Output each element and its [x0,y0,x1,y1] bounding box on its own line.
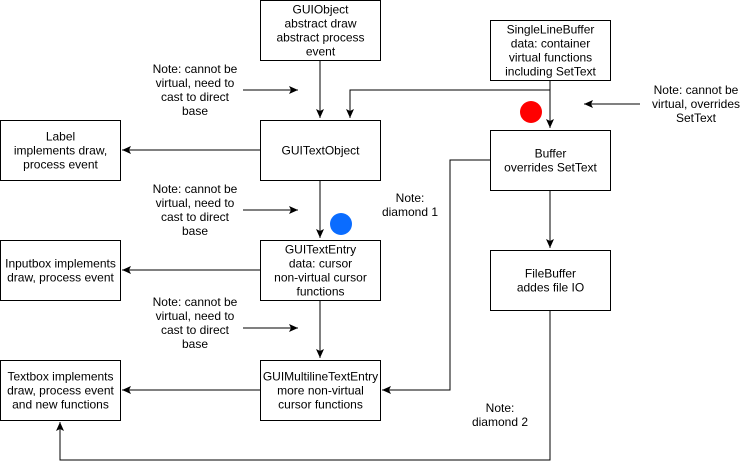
text-line: Note: cannot be [654,83,739,97]
text-line: GUITextObject [281,144,360,158]
text-line: draw, process event [7,384,114,398]
note-diamond-1: Note:diamond 1 [382,191,438,219]
box-border [260,240,381,301]
text-line: virtual, overrides [652,97,740,111]
text-line: Buffer [535,147,567,161]
text-line: Note: cannot be [153,62,238,76]
text-line: overrides SetText [504,161,597,175]
text-line: Note: cannot be [153,295,238,309]
box-border [490,20,611,81]
text-line: including SetText [505,65,596,79]
box-border [260,0,381,61]
arrow-filebuffer-to-textbox [56,310,551,461]
text-line: non-virtual cursor [274,271,367,285]
text-line: event [306,45,336,59]
text-line: Note: cannot be [153,182,238,196]
text-line: addes file IO [517,281,584,295]
text-line: base [182,104,208,118]
text-line: cursor functions [278,398,363,412]
text-line: virtual, need to [156,196,235,210]
text-line: abstract process [276,31,364,45]
text-line: data: cursor [289,257,352,271]
text-line: Label [46,130,75,144]
text-line: Inputbox implements [5,257,116,271]
text-line: GUIMultilineTextEntry [263,370,378,384]
arrow-buffer-to-guimultilinetextentry [382,159,490,394]
blue-marker-dot [330,213,352,235]
box-border [490,130,611,191]
text-line: functions [296,285,344,299]
text-line: Note: [396,191,425,205]
text-line: cast to direct [161,210,230,224]
red-marker-dot [520,101,542,123]
text-line: base [182,224,208,238]
arrow-singlelinebuffer-to-guitextobject [346,89,550,118]
text-line: cast to direct [161,90,230,104]
text-line: abstract draw [284,17,356,31]
box-border [490,250,611,311]
text-line: data: container [511,37,590,51]
text-line: cast to direct [161,323,230,337]
text-line: FileBuffer [525,267,576,281]
class-box-guitextobject: GUITextObject [260,120,381,181]
box-border [0,360,121,421]
text-line: SingleLineBuffer [507,23,595,37]
text-line: diamond 1 [382,205,438,219]
box-border [0,240,121,301]
text-line: GUIObject [292,3,349,17]
markers [330,101,542,235]
text-line: implements draw, [14,144,107,158]
text-line: GUITextEntry [285,243,356,257]
text-line: virtual functions [509,51,592,65]
text-line: virtual, need to [156,309,235,323]
edges [56,60,640,461]
text-line: Note: [486,401,515,415]
text-line: draw, process event [7,271,114,285]
box-border [260,120,381,181]
text-line: more non-virtual [277,384,364,398]
box-border [0,120,121,181]
box-border [260,360,381,421]
text-line: process event [23,158,98,172]
text-line: Textbox implements [7,370,113,384]
text-line: SetText [676,111,717,125]
text-line: virtual, need to [156,76,235,90]
note-diamond-2: Note:diamond 2 [472,401,528,429]
text-line: base [182,337,208,351]
text-line: and new functions [12,398,109,412]
text-line: diamond 2 [472,415,528,429]
